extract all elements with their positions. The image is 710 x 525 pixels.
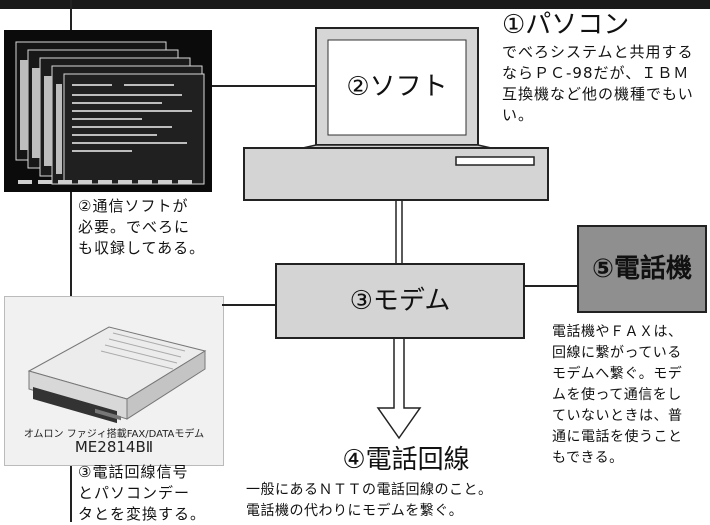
modem-box (275, 263, 525, 339)
software-caption: ②通信ソフトが 必要。でべろに も収録してある。 (78, 196, 218, 259)
telephone-desc-line: ていないときは、普 (552, 408, 683, 424)
modem-caption-line: とパソコンデー (78, 484, 191, 502)
pc-description: でべろシステムと共用する ならＰＣ-98だが、ＩＢＭ 互換機など他の機種でもい … (502, 42, 710, 126)
software-caption-line: 必要。でべろに (78, 218, 191, 236)
telephone-desc-line: 電話機やＦＡＸは、 (552, 324, 683, 340)
monitor-screen (327, 39, 467, 136)
pc-desc-line: 互換機など他の機種でもい (502, 85, 694, 103)
phone-line-desc-line: 一般にあるＮＴＴの電話回線のこと。 (246, 482, 493, 498)
telephone-box (577, 225, 707, 313)
telephone-desc-line: 通に電話を使うこと (552, 429, 683, 445)
telephone-box-label: ⑤電話機 (591, 254, 692, 284)
pc-desc-line: ならＰＣ-98だが、ＩＢＭ (502, 64, 690, 82)
telephone-desc-line: もできる。 (552, 450, 624, 466)
modem-model-name: ME2814BⅡ (74, 438, 154, 456)
software-box-label: ②ソフト (346, 72, 448, 102)
modem-caption: ③電話回線信号 とパソコンデー タとを変換する。 (78, 462, 218, 525)
modem-caption-line: タとを変換する。 (78, 505, 207, 523)
modem-caption-line: ③電話回線信号 (78, 463, 189, 481)
software-caption-line: も収録してある。 (78, 239, 206, 257)
modem-photo-label: オムロン ファジィ搭載FAX/DATAモデム (23, 429, 205, 440)
software-screenshot-photo (4, 30, 212, 192)
telephone-desc-line: 回線に繋がっている (552, 345, 682, 361)
left-margin-rule (70, 0, 72, 522)
pc-desc-line: でべろシステムと共用する (502, 43, 694, 61)
telephone-desc-line: モデムへ繋ぐ。モデ (552, 366, 683, 382)
software-caption-line: ②通信ソフトが (78, 197, 189, 215)
telephone-description: 電話機やＦＡＸは、 回線に繋がっている モデムへ繋ぐ。モデ ムを使って通信をし … (552, 322, 710, 469)
phone-line-title: ④電話回線 (342, 445, 470, 475)
software-screen-image (4, 30, 212, 192)
modem-device-image (27, 326, 207, 424)
pc-desc-line: い。 (502, 106, 535, 124)
phone-line-desc-line: 電話機の代わりにモデムを繋ぐ。 (246, 503, 464, 519)
pc-title: ①パソコン (502, 10, 630, 40)
phone-line-description: 一般にあるＮＴＴの電話回線のこと。 電話機の代わりにモデムを繋ぐ。 (246, 480, 546, 522)
modem-photo: オムロン ファジィ搭載FAX/DATAモデム ME2814BⅡ (4, 296, 224, 466)
computer-body (243, 147, 549, 201)
top-bar (0, 0, 710, 9)
floppy-drive-slot (455, 156, 535, 166)
modem-box-label: ③モデム (349, 286, 451, 316)
telephone-desc-line: ムを使って通信をし (552, 387, 682, 403)
phone-line-arrow (376, 337, 422, 440)
